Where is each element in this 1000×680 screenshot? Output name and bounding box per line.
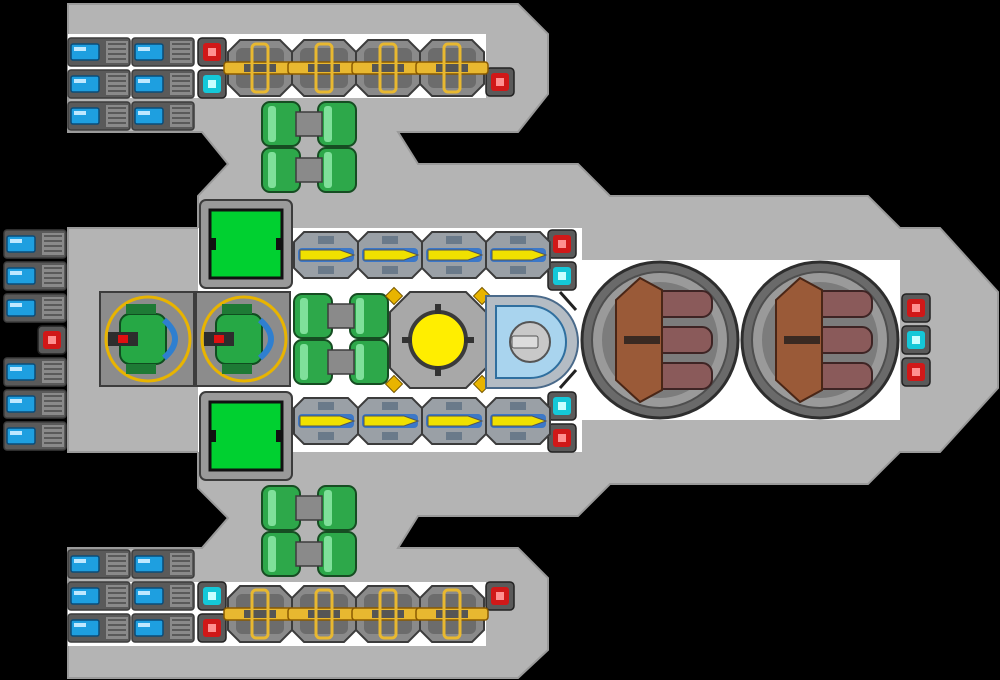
battery-icon	[67, 549, 131, 579]
cyan-port-icon	[197, 69, 227, 99]
missile-icon	[421, 231, 487, 279]
cyan-port-icon	[547, 261, 577, 291]
hull-seam	[558, 291, 578, 311]
battery-icon	[131, 549, 195, 579]
battery-icon	[131, 37, 195, 67]
battery-icon	[131, 101, 195, 131]
gas-tank-icon	[261, 147, 357, 193]
red-port-icon	[485, 581, 515, 611]
reactor-core-icon	[384, 286, 492, 394]
battery-icon	[3, 229, 67, 259]
battery-icon	[3, 293, 67, 323]
shield-dome-icon	[485, 295, 579, 389]
laser-turret-icon	[415, 39, 489, 97]
battery-icon	[67, 69, 131, 99]
battery-icon	[131, 581, 195, 611]
battery-icon	[67, 581, 131, 611]
hull-seam	[558, 369, 578, 389]
gas-tank-icon	[293, 339, 389, 385]
triple-cannon-icon	[740, 260, 900, 420]
missile-icon	[421, 397, 487, 445]
drone-bay-icon	[99, 291, 195, 387]
missile-icon	[485, 231, 551, 279]
laser-turret-icon	[415, 585, 489, 643]
laser-turret-icon	[223, 39, 297, 97]
cyan-port-icon	[197, 581, 227, 611]
gas-tank-icon	[261, 531, 357, 577]
drone-bay-icon	[195, 291, 291, 387]
component-layer	[3, 37, 931, 643]
red-port-icon	[197, 613, 227, 643]
gas-tank-icon	[261, 101, 357, 147]
gas-tank-icon	[261, 485, 357, 531]
battery-icon	[3, 421, 67, 451]
laser-turret-icon	[287, 39, 361, 97]
battery-icon	[3, 389, 67, 419]
triple-cannon-icon	[580, 260, 740, 420]
red-port-icon	[197, 37, 227, 67]
battery-icon	[67, 37, 131, 67]
battery-icon	[67, 101, 131, 131]
gas-tank-icon	[293, 293, 389, 339]
battery-icon	[67, 613, 131, 643]
red-port-icon	[547, 423, 577, 453]
red-port-icon	[547, 229, 577, 259]
red-port-icon	[37, 325, 67, 355]
missile-icon	[293, 231, 359, 279]
red-port-icon	[485, 67, 515, 97]
cyan-port-icon	[547, 391, 577, 421]
laser-turret-icon	[351, 585, 425, 643]
missile-icon	[293, 397, 359, 445]
missile-icon	[357, 231, 423, 279]
missile-icon	[357, 397, 423, 445]
cargo-container-icon	[199, 391, 293, 481]
battery-icon	[3, 261, 67, 291]
cargo-container-icon	[199, 199, 293, 289]
missile-icon	[485, 397, 551, 445]
red-port-icon	[901, 357, 931, 387]
laser-turret-icon	[351, 39, 425, 97]
red-port-icon	[901, 293, 931, 323]
laser-turret-icon	[223, 585, 297, 643]
battery-icon	[131, 613, 195, 643]
battery-icon	[3, 357, 67, 387]
battery-icon	[131, 69, 195, 99]
cyan-port-icon	[901, 325, 931, 355]
laser-turret-icon	[287, 585, 361, 643]
